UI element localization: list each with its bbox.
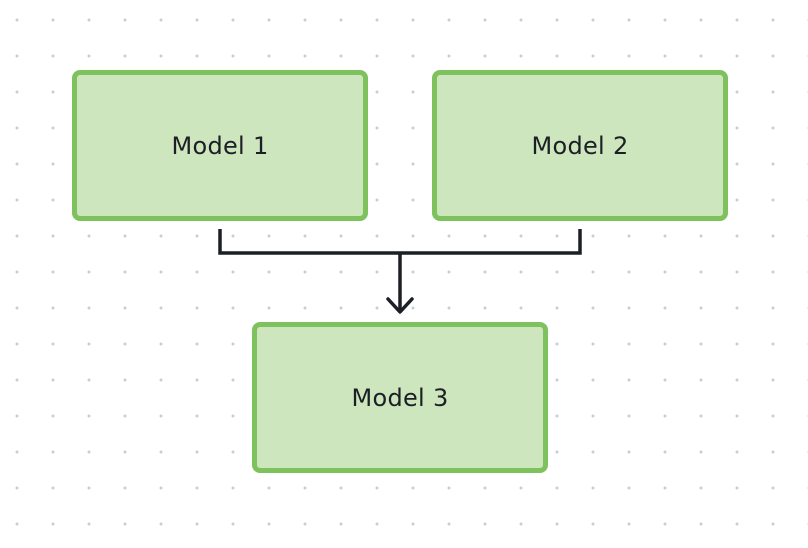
model-3-label: Model 3 [351, 383, 449, 412]
model-1-label: Model 1 [171, 131, 269, 160]
arrowhead-icon [386, 297, 414, 314]
model-2-node[interactable]: Model 2 [432, 70, 728, 221]
merge-connector [218, 229, 582, 312]
model-1-node[interactable]: Model 1 [72, 70, 368, 221]
model-3-node[interactable]: Model 3 [252, 322, 548, 473]
model-2-label: Model 2 [531, 131, 629, 160]
